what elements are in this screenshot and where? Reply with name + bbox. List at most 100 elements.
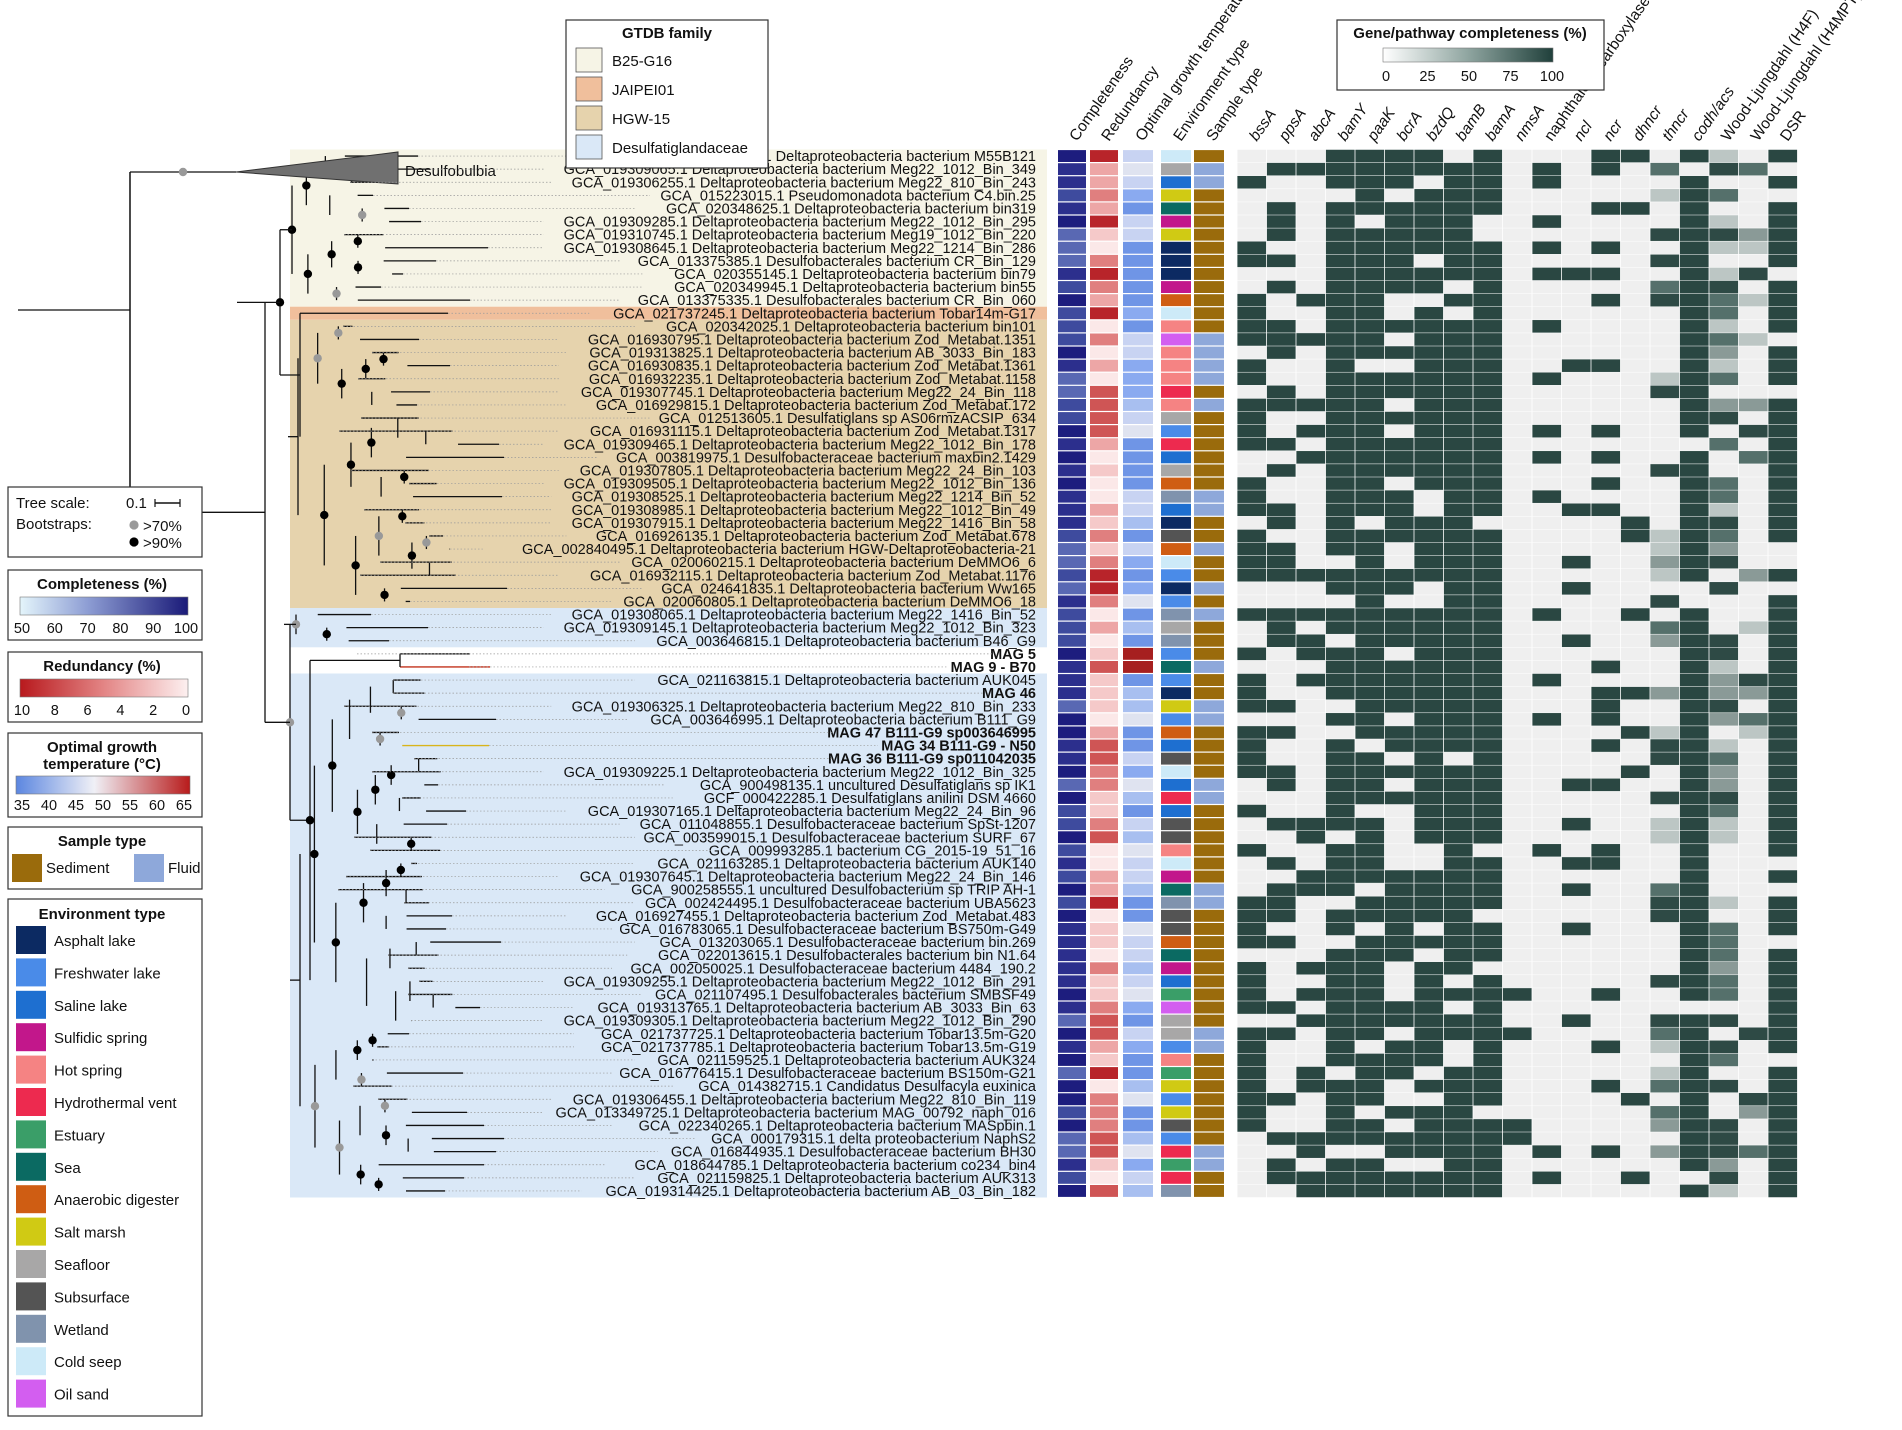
environment-legend-title: Environment type [39,906,166,923]
meta-cell [1161,647,1191,660]
gene-cell [1414,608,1444,622]
gene-cell [1355,647,1385,661]
bootstrap-90-label: >90% [143,535,182,552]
meta-cell [1058,1067,1086,1079]
gene-cell [1355,817,1385,831]
gene-cell [1709,542,1739,556]
gene-cell [1473,660,1503,674]
meta-cell [1161,765,1191,778]
meta-cell [1123,831,1153,844]
leaf-label: GCA_014382715.1 Candidatus Desulfacyla e… [698,1079,1037,1095]
gene-cell [1709,804,1739,818]
meta-cell [1123,569,1153,582]
gene-cell [1473,870,1503,884]
bootstrap-node [322,630,331,639]
bootstrap-node [368,1036,377,1045]
meta-cell [1090,896,1118,909]
gene-cell [1473,1118,1503,1132]
gene-cell [1709,332,1739,346]
gene-cell [1414,215,1444,229]
meta-cell [1090,713,1118,726]
gene-cell [1768,215,1798,229]
gene-cell [1237,372,1267,386]
meta-cell [1123,294,1153,307]
meta-cell [1123,385,1153,398]
meta-cell [1058,765,1086,778]
gene-cell [1384,319,1414,333]
gene-cell [1473,175,1503,189]
meta-cell [1058,530,1086,542]
gene-cell [1414,372,1444,386]
sample-swatch [12,854,42,882]
meta-cell [1058,1171,1086,1184]
gene-cell [1237,411,1267,425]
gene-cell [1473,581,1503,595]
leaf-label: GCA_016844935.1 Desulfobacteraceae bacte… [671,1145,1036,1161]
gene-cell [1591,660,1621,674]
gene-cell [1443,634,1473,648]
meta-cell [1090,281,1118,293]
gene-cell [1768,437,1798,451]
gene-cell [1325,1027,1355,1041]
gene-cell [1679,424,1709,438]
gene-cell [1768,791,1798,805]
gene-cell [1355,896,1385,910]
meta-cell [1194,949,1224,962]
meta-cell [1090,490,1118,503]
gene-cell [1414,1040,1444,1054]
bootstrap-node [305,816,315,825]
gene-cell [1679,241,1709,255]
gene-cell [1325,1118,1355,1132]
gene-cell [1237,555,1267,569]
meta-cell [1123,556,1153,569]
meta-cell [1161,320,1191,333]
gene-cell [1650,1066,1680,1080]
gene-cell [1325,1171,1355,1185]
gene-cell [1443,477,1473,491]
bootstrap-node [359,898,368,907]
gene-cell [1355,1066,1385,1080]
meta-cell [1194,1001,1224,1014]
gene-cell [1325,332,1355,346]
gene-cell [1384,608,1414,622]
gene-cell [1296,1171,1326,1185]
gene-cell [1679,188,1709,202]
gene-cell [1325,739,1355,753]
gene-cell [1384,883,1414,897]
meta-cell [1161,333,1191,346]
meta-cell [1058,1001,1086,1014]
meta-cell [1090,1040,1118,1053]
leaf-label: GCA_019308065.1 Deltaproteobacteria bact… [572,608,1036,624]
gene-cell [1561,883,1591,897]
gene-cell [1443,503,1473,517]
meta-cell [1194,281,1224,293]
gene-cell [1679,961,1709,975]
gene-cell [1355,293,1385,307]
gene-cell [1414,804,1444,818]
gene-cell [1384,1105,1414,1119]
gene-cell [1473,398,1503,412]
meta-cell [1058,189,1086,202]
gene-cell [1266,437,1296,451]
meta-cell [1058,687,1086,700]
gene-column-header: abcA [1305,106,1339,145]
leaf-label: GCA_019309225.1 Deltaproteobacteria bact… [564,765,1036,781]
gene-cell [1620,765,1650,779]
gene-cell [1237,1092,1267,1106]
gene-cell [1679,909,1709,923]
gene-cell [1768,1001,1798,1015]
leaf-label: GCA_019306255.1 Deltaproteobacteria bact… [572,175,1036,191]
sample-legend-title: Sample type [58,833,146,850]
leaf-label: GCA_003646815.1 Deltaproteobacteria bact… [656,634,1036,650]
gene-cell [1768,201,1798,215]
meta-cell [1161,975,1191,988]
meta-cell [1161,582,1191,595]
gene-cell [1443,791,1473,805]
gene-cell [1355,621,1385,635]
gene-cell [1768,987,1798,1001]
meta-cell [1090,556,1118,569]
legend-tick: 8 [51,703,59,719]
meta-cell [1161,254,1191,267]
gene-cell [1325,1105,1355,1119]
leaf-label: GCA_021737785.1 Deltaproteobacteria bact… [601,1040,1036,1056]
